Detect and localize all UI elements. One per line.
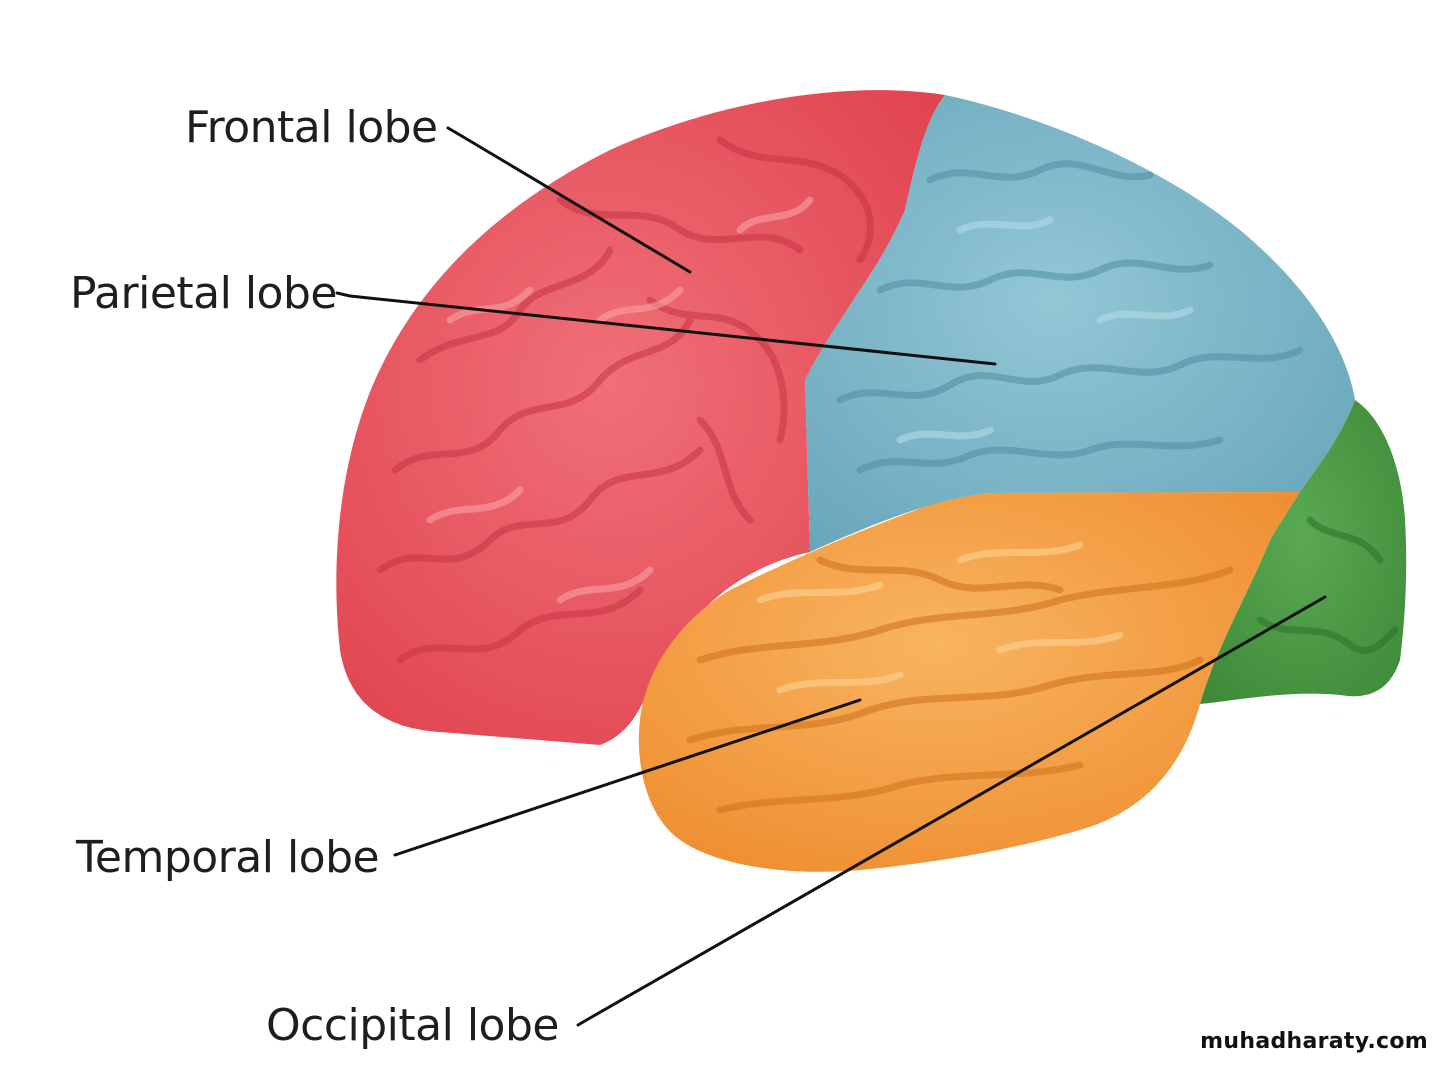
frontal-lobe-region <box>336 90 945 746</box>
parietal-leader-line <box>335 291 997 366</box>
occipital-gyri <box>1256 516 1399 654</box>
frontal-highlights <box>426 196 814 604</box>
occipital-lobe-region <box>1200 400 1407 704</box>
occipital-lobe-label: Occipital lobe <box>266 1000 559 1051</box>
frontal-gyri <box>376 136 874 664</box>
parietal-gyri <box>836 160 1304 474</box>
temporal-lobe-label: Temporal lobe <box>75 832 379 883</box>
temporal-leader-line <box>393 698 862 857</box>
occipital-leader-line <box>576 595 1327 1027</box>
frontal-lobe-label: Frontal lobe <box>185 102 438 153</box>
parietal-highlights <box>896 216 1194 444</box>
frontal-leader-line <box>446 126 692 274</box>
watermark-text: muhadharaty.com <box>1200 1029 1428 1054</box>
parietal-lobe-label: Parietal lobe <box>70 268 337 319</box>
temporal-highlights <box>756 541 1124 694</box>
